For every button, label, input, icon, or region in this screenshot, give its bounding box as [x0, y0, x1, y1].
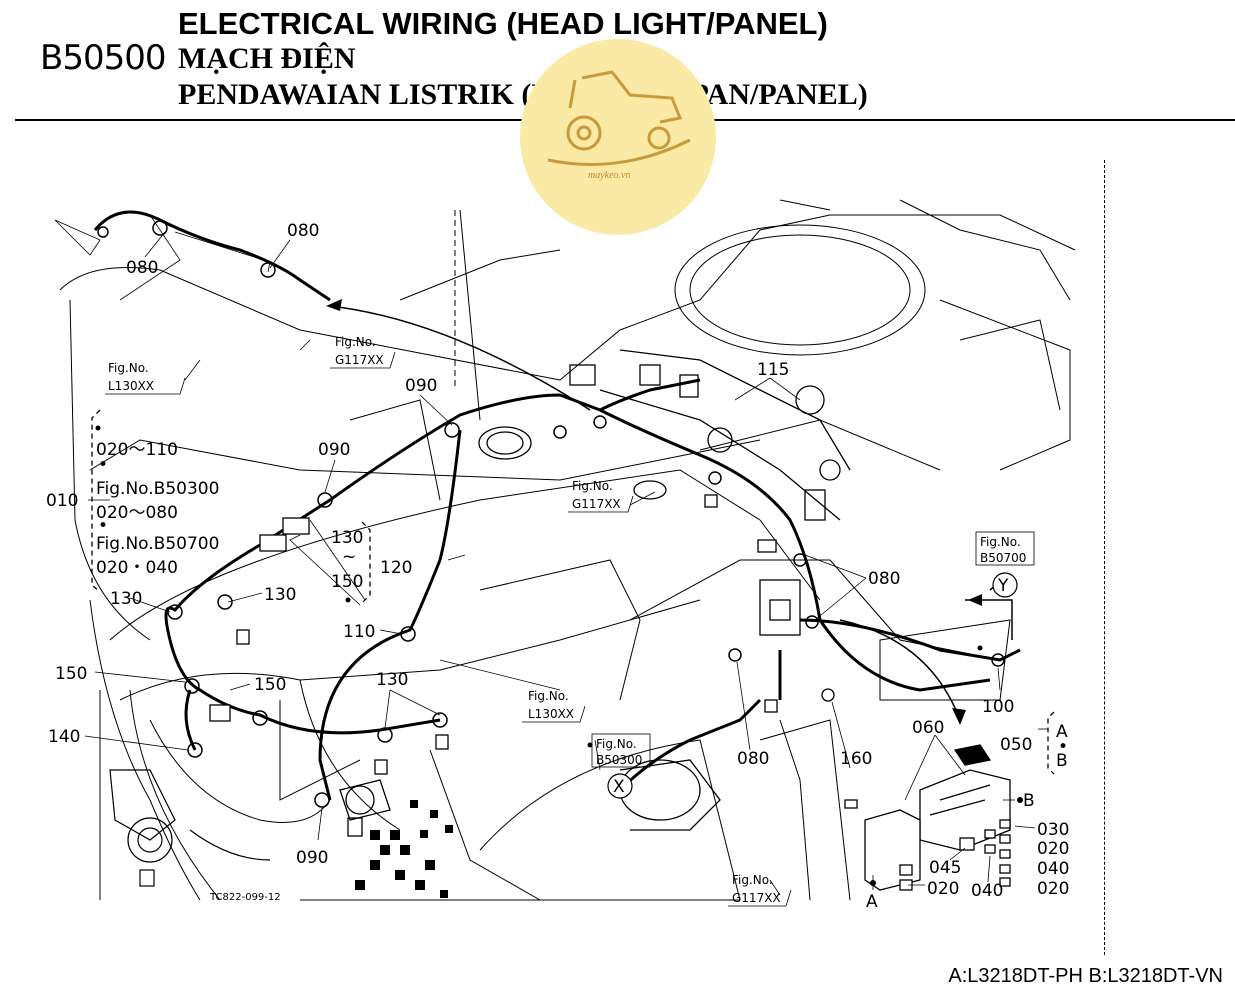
part-010: 010	[46, 491, 78, 511]
part-150-b: 150	[254, 675, 286, 695]
part-020-c: 020	[927, 879, 959, 899]
part-100: 100	[982, 697, 1014, 717]
figref-g117-bot: Fig.No. G117XX	[728, 873, 792, 907]
model-footer: A:L3218DT-PH B:L3218DT-VN	[948, 965, 1223, 987]
group-dots	[95, 425, 1023, 886]
figref-l130-mid: Fig.No. L130XX	[522, 689, 586, 723]
group-010-dot2: •	[98, 516, 108, 536]
svg-text:L130XX: L130XX	[108, 379, 154, 393]
svg-text:Fig.No.: Fig.No.	[596, 737, 637, 751]
variant-b: B	[1056, 751, 1068, 771]
svg-text:Fig.No.: Fig.No.	[335, 335, 376, 349]
page-margin-line	[1104, 160, 1105, 955]
part-130-b: 130	[264, 585, 296, 605]
variant-a: A	[1056, 722, 1068, 742]
arrowheads	[326, 299, 982, 725]
part-080-d: 080	[737, 749, 769, 769]
marker-a-fuse: A	[866, 892, 878, 912]
range-150: 150	[331, 572, 363, 592]
title-english: ELECTRICAL WIRING (HEAD LIGHT/PANEL)	[178, 6, 828, 41]
svg-text:B50300: B50300	[596, 753, 642, 767]
watermark-logo: maykeo.vn	[520, 39, 716, 235]
group-010-line5: 020・040	[96, 558, 178, 578]
group-010-line3: 020～080	[96, 503, 178, 523]
part-040-b: 040	[971, 881, 1003, 901]
part-090-a: 090	[405, 376, 437, 396]
instrument-panel	[569, 349, 851, 636]
marker-b-fuse: B	[1023, 791, 1035, 811]
svg-text:L130XX: L130XX	[528, 707, 574, 721]
figref-b50300: Fig.No. B50300 X	[591, 733, 651, 799]
part-050: 050	[1000, 735, 1032, 755]
svg-text:Fig.No.: Fig.No.	[528, 689, 569, 703]
svg-text:G117XX: G117XX	[732, 891, 781, 905]
part-080-a: 080	[126, 258, 158, 278]
group-010-line4: Fig.No.B50700	[96, 534, 219, 554]
part-040-a: 040	[1037, 859, 1069, 879]
watermark-text: maykeo.vn	[588, 170, 630, 181]
part-060: 060	[912, 718, 944, 738]
svg-text:Fig.No.: Fig.No.	[108, 361, 149, 375]
svg-text:B50700: B50700	[980, 551, 1026, 565]
part-020-b: 020	[1037, 879, 1069, 899]
part-110: 110	[343, 622, 375, 642]
title-vietnamese: MẠCH ĐIỆN	[178, 42, 356, 75]
svg-text:G117XX: G117XX	[572, 497, 621, 511]
part-080-b: 080	[287, 221, 319, 241]
part-030: 030	[1037, 820, 1069, 840]
marker-y: Y	[997, 576, 1009, 596]
part-080-c: 080	[868, 569, 900, 589]
bracket-130-150	[361, 521, 371, 604]
starter-motor	[339, 759, 721, 831]
part-150-a: 150	[55, 664, 87, 684]
range-130: 130	[331, 528, 363, 548]
part-020-a: 020	[1037, 839, 1069, 859]
drawing-code: TC822-099-12	[209, 892, 281, 903]
part-115: 115	[757, 360, 789, 380]
part-140: 140	[48, 727, 80, 747]
svg-text:Fig.No.: Fig.No.	[980, 535, 1021, 549]
svg-text:G117XX: G117XX	[335, 353, 384, 367]
wiring-harness	[93, 210, 1021, 801]
part-130-c: 130	[376, 670, 408, 690]
title-indonesian: PENDAWAIAN LISTRIK (LAMPU DEPAN/PANEL)	[178, 78, 868, 111]
svg-text:Fig.No.: Fig.No.	[732, 873, 773, 887]
variant-dot: •	[1058, 737, 1068, 757]
arrows	[329, 305, 1013, 721]
part-045: 045	[929, 858, 961, 878]
part-120: 120	[380, 558, 412, 578]
marker-x: X	[613, 777, 625, 797]
part-160: 160	[840, 749, 872, 769]
group-010-line2: Fig.No.B50300	[96, 479, 219, 499]
svg-text:Fig.No.: Fig.No.	[572, 479, 613, 493]
figref-g117-mid: Fig.No. G117XX	[568, 479, 634, 513]
figref-b50700: Fig.No. B50700 Y	[975, 531, 1035, 598]
bracket-050	[1047, 711, 1055, 775]
leader-lines	[54, 214, 1048, 896]
grille-texture	[355, 800, 453, 898]
bracket-010	[91, 409, 101, 593]
fuel-cap	[478, 426, 667, 500]
group-010-line1: 020～110	[96, 440, 178, 460]
part-130-a: 130	[110, 589, 142, 609]
figref-g117-top: Fig.No. G117XX	[330, 335, 396, 369]
group-010-dot1: •	[98, 455, 108, 475]
headlight-grille	[109, 769, 271, 887]
section-code: B50500	[40, 38, 166, 78]
part-090-c: 090	[296, 848, 328, 868]
connectors	[209, 494, 835, 837]
fuse-box	[844, 744, 1011, 891]
range-tilde: ~	[342, 547, 356, 567]
part-090-b: 090	[318, 440, 350, 460]
figref-l130-top: Fig.No. L130XX	[105, 361, 186, 395]
